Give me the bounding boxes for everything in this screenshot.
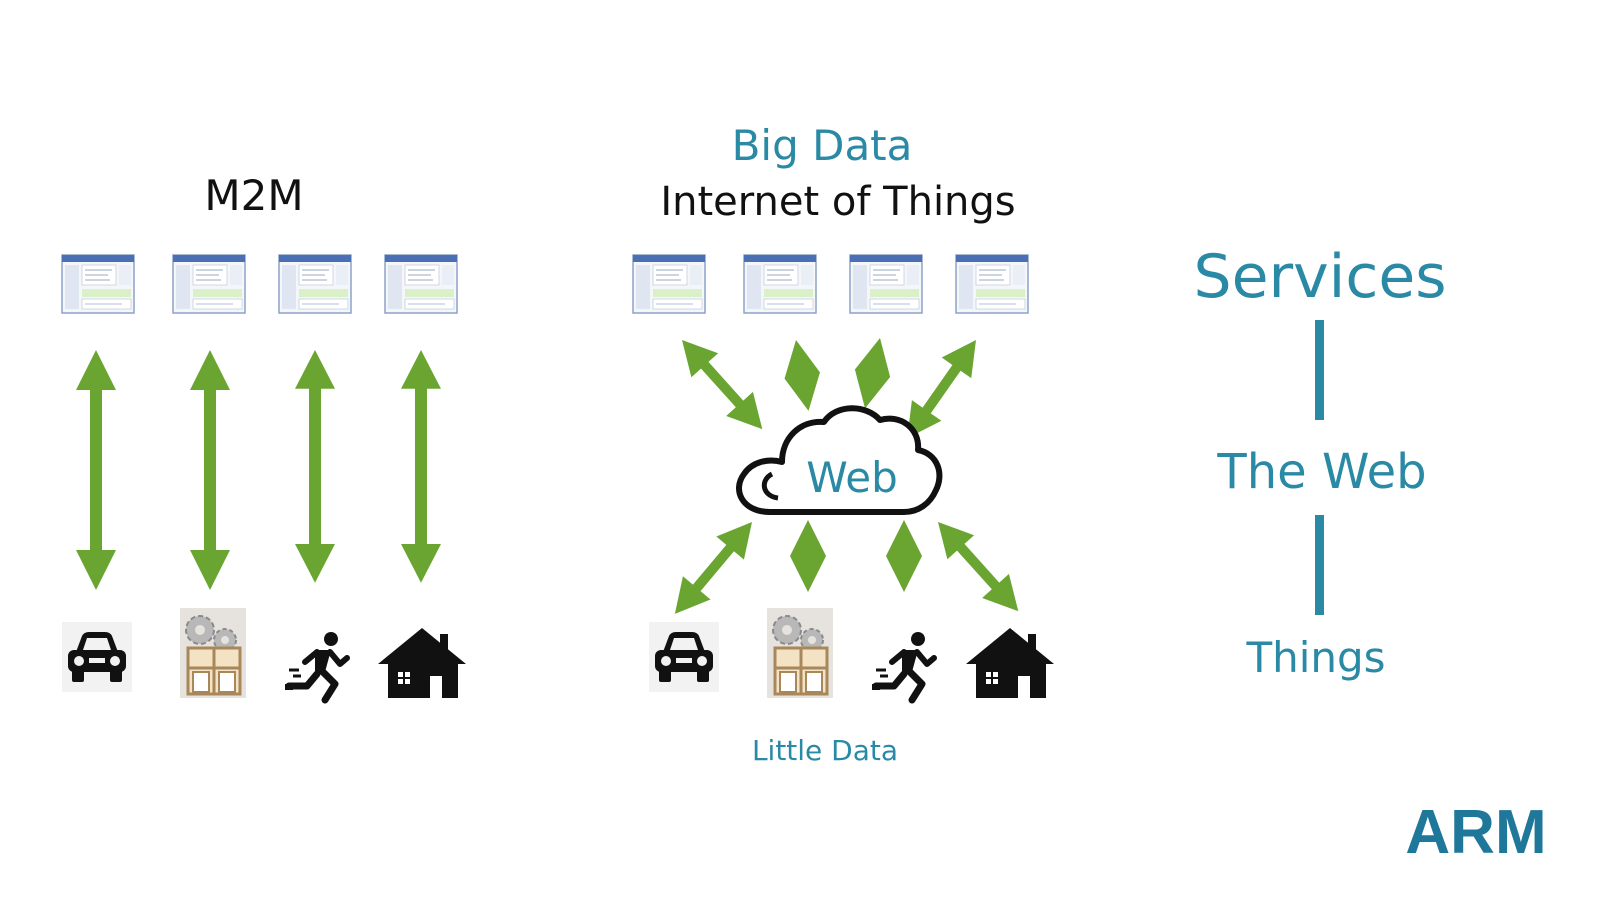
- double-arrow-icon: [778, 336, 827, 415]
- stack-the-web: The Web: [1216, 444, 1426, 500]
- stack-services: Services: [1193, 242, 1446, 312]
- arm-logo: ARM: [1405, 798, 1546, 867]
- car-icon: [649, 622, 719, 692]
- m2m-title: M2M: [204, 171, 303, 220]
- iot-lower-arrows: [661, 509, 1032, 626]
- server-screen-icon: [278, 254, 352, 314]
- cloud-inner-curve: [761, 471, 779, 501]
- runner-icon: [285, 632, 347, 700]
- double-arrow-icon: [76, 350, 116, 590]
- double-arrow-icon: [190, 350, 230, 590]
- double-arrow-icon: [661, 510, 766, 626]
- server-screen-icon: [632, 254, 706, 314]
- stack-connector: [1315, 320, 1324, 420]
- server-screen-icon: [61, 254, 135, 314]
- double-arrow-icon: [295, 350, 335, 583]
- server-screen-icon: [849, 254, 923, 314]
- car-icon: [62, 622, 132, 692]
- m2m-arrows: [76, 350, 441, 590]
- double-arrow-icon: [401, 350, 441, 583]
- iot-things: [649, 606, 1054, 700]
- iot-servers: [632, 254, 1029, 314]
- m2m-things: [62, 606, 466, 700]
- factory-icon: [178, 606, 248, 700]
- double-arrow-icon: [847, 334, 898, 413]
- double-arrow-icon: [886, 520, 922, 592]
- cloud-label: Web: [806, 453, 898, 502]
- m2m-servers: [61, 254, 458, 314]
- server-screen-icon: [384, 254, 458, 314]
- iot-title: Internet of Things: [660, 179, 1015, 225]
- stack-things: Things: [1245, 633, 1385, 682]
- runner-icon: [872, 632, 934, 700]
- factory-icon: [765, 606, 835, 700]
- server-screen-icon: [172, 254, 246, 314]
- stack-connector: [1315, 515, 1324, 615]
- double-arrow-icon: [924, 509, 1032, 624]
- server-screen-icon: [955, 254, 1029, 314]
- server-screen-icon: [743, 254, 817, 314]
- web-cloud: Web: [736, 405, 943, 515]
- house-icon: [966, 628, 1054, 698]
- little-data-label: Little Data: [752, 734, 898, 767]
- house-icon: [378, 628, 466, 698]
- big-data-label: Big Data: [732, 121, 913, 170]
- double-arrow-icon: [668, 327, 776, 442]
- double-arrow-icon: [790, 520, 826, 592]
- cloud-icon: [736, 405, 943, 515]
